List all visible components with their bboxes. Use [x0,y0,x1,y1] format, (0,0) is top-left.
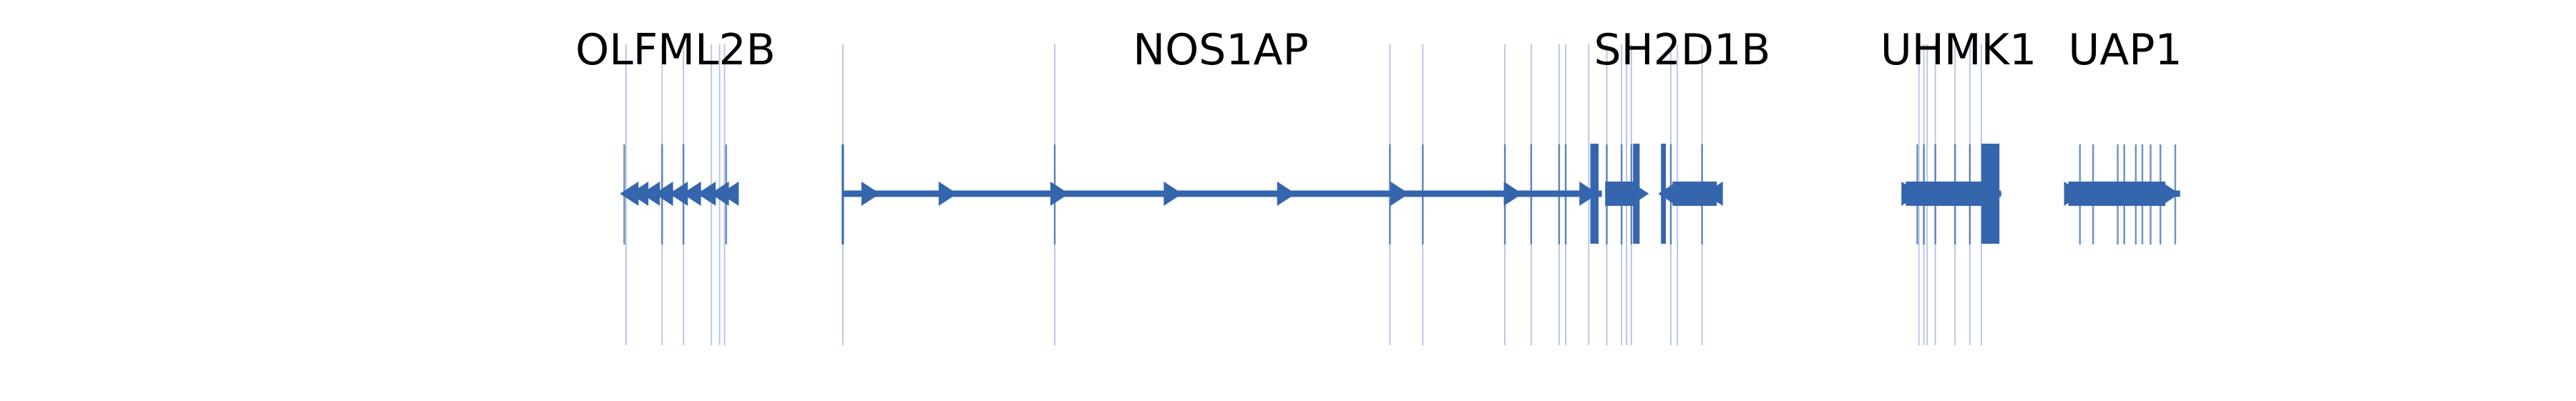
strand-arrow [1050,182,1069,206]
strand-arrow [669,182,688,206]
exon-block [1906,182,1981,206]
strand-arrow [1503,182,1523,206]
gene-label-olfml2b: OLFML2B [575,25,776,75]
strand-arrow [620,182,639,206]
strand-arrow [697,182,716,206]
gene-labels: OLFML2B NOS1AP SH2D1B UHMK1 UAP1 [575,25,2182,75]
strand-arrow [720,182,739,206]
strand-arrow [630,182,649,206]
strand-arrow [682,182,701,206]
gene-label-nos1ap: NOS1AP [1133,25,1309,75]
exon-block [1672,182,1717,206]
strand-arrow [861,182,880,206]
exon-block [1590,144,1599,244]
strand-arrow [938,182,957,206]
strand-arrow [1390,182,1410,206]
gene-label-sh2d1b: SH2D1B [1594,25,1771,75]
strand-arrow [641,182,660,206]
strand-arrow [1277,182,1296,206]
strand-arrow [2161,182,2180,206]
gene-models [620,144,2180,244]
strand-arrow [1163,182,1183,206]
gene-label-uap1: UAP1 [2068,25,2182,75]
exon-block [1981,144,2000,244]
strand-arrow [710,182,729,206]
exon-block [2068,182,2166,206]
strand-arrow [654,182,673,206]
strand-arrow [1630,182,1649,206]
gene-label-uhmk1: UHMK1 [1880,25,2036,75]
strand-arrow [1579,182,1599,206]
